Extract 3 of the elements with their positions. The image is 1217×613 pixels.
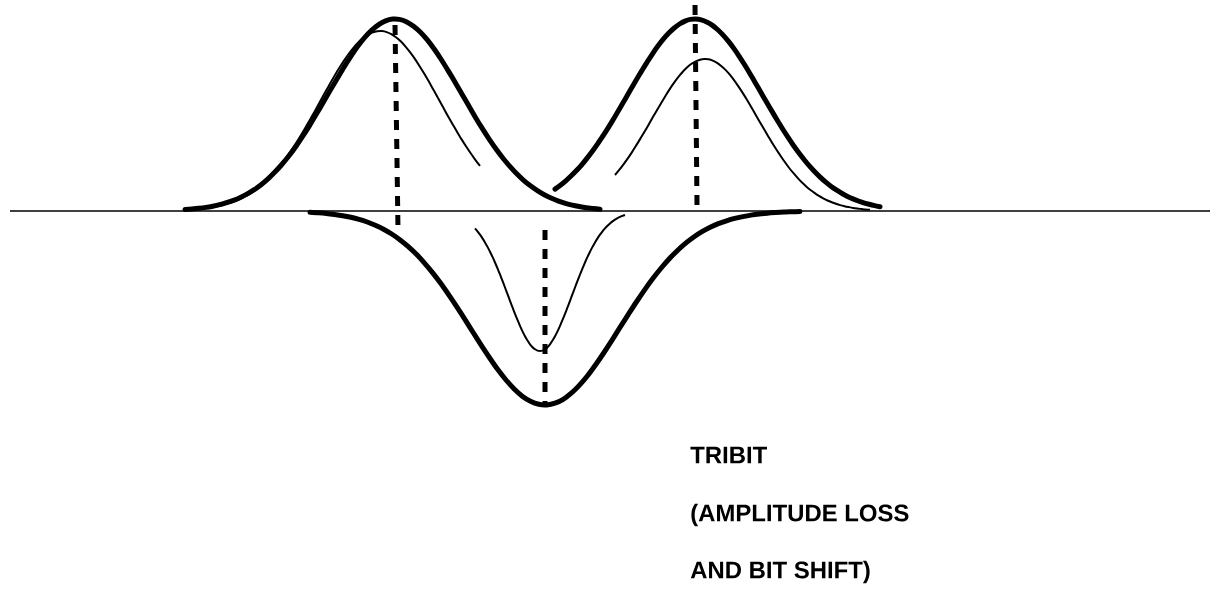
note-text: AND BIT SHIFT)	[690, 560, 870, 584]
note-text: (AMPLITUDE LOSS	[691, 503, 909, 527]
note-text: TRIBIT	[690, 446, 767, 464]
